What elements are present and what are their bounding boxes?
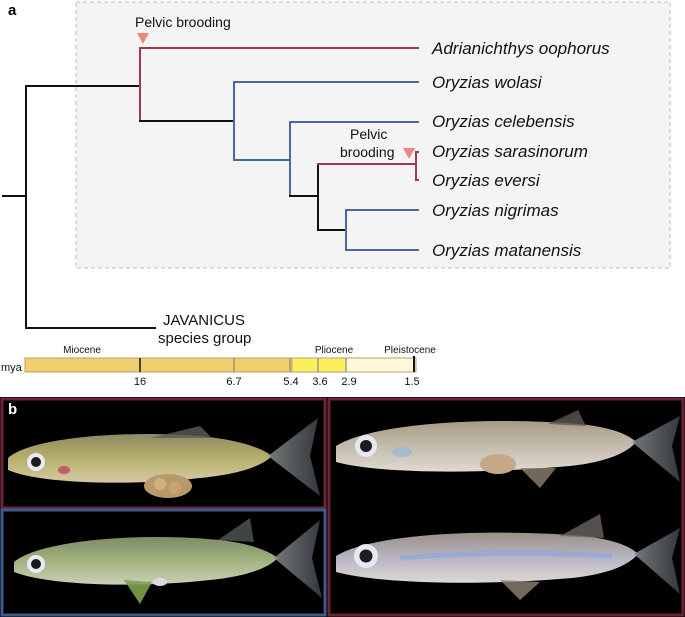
species-label: Oryzias nigrimas bbox=[432, 201, 559, 220]
panel-a-letter: a bbox=[8, 2, 17, 19]
timescale-unit: mya bbox=[1, 362, 23, 374]
outgroup-label-line1: JAVANICUS bbox=[163, 312, 245, 329]
epoch-label: Pliocene bbox=[315, 345, 354, 356]
photo-frame-pelvic-1 bbox=[0, 397, 327, 510]
species-label: Oryzias matanensis bbox=[432, 241, 582, 260]
tick-label: 16 bbox=[134, 376, 146, 388]
species-labels: Adrianichthys oophorus Oryzias wolasi Or… bbox=[431, 39, 610, 260]
pelvic-marker-2 bbox=[403, 148, 415, 159]
epoch-label: Pleistocene bbox=[384, 345, 436, 356]
pliocene-band bbox=[291, 357, 347, 373]
tick-label: 6.7 bbox=[226, 376, 241, 388]
species-label: Adrianichthys oophorus bbox=[431, 39, 610, 58]
pelvic-label-2-line2: brooding bbox=[340, 144, 395, 160]
pelvic-label-2-line1: Pelvic bbox=[350, 126, 387, 142]
miocene-band bbox=[24, 357, 293, 373]
phylogenetic-tree bbox=[2, 47, 419, 329]
pelvic-label-1: Pelvic brooding bbox=[135, 14, 231, 30]
epoch-label: Miocene bbox=[63, 345, 101, 356]
species-label: Oryzias eversi bbox=[432, 171, 541, 190]
photo-frame-transfer bbox=[0, 508, 327, 617]
fish-photo-1 bbox=[8, 418, 320, 498]
species-label: Oryzias wolasi bbox=[432, 73, 543, 92]
pelvic-marker-1 bbox=[137, 33, 149, 44]
tick-label: 2.9 bbox=[341, 376, 356, 388]
fish-photo-2 bbox=[14, 518, 322, 604]
tick-label: 1.5 bbox=[404, 376, 419, 388]
lake-clade-box bbox=[75, 1, 671, 269]
pleistocene-band bbox=[345, 357, 417, 373]
species-label: Oryzias celebensis bbox=[432, 112, 575, 131]
panel-b-letter: b bbox=[8, 401, 17, 418]
species-label: Oryzias sarasinorum bbox=[432, 142, 588, 161]
timescale: mya Miocene Pliocene Pleistocene 16 6.7 … bbox=[1, 345, 436, 388]
tick-label: 3.6 bbox=[312, 376, 327, 388]
outgroup-label-line2: species group bbox=[158, 330, 251, 347]
tick-label: 5.4 bbox=[283, 376, 298, 388]
fish-photo-3 bbox=[336, 410, 680, 488]
photo-frame-pelvic-2 bbox=[327, 397, 685, 617]
fish-photo-4 bbox=[336, 514, 680, 600]
